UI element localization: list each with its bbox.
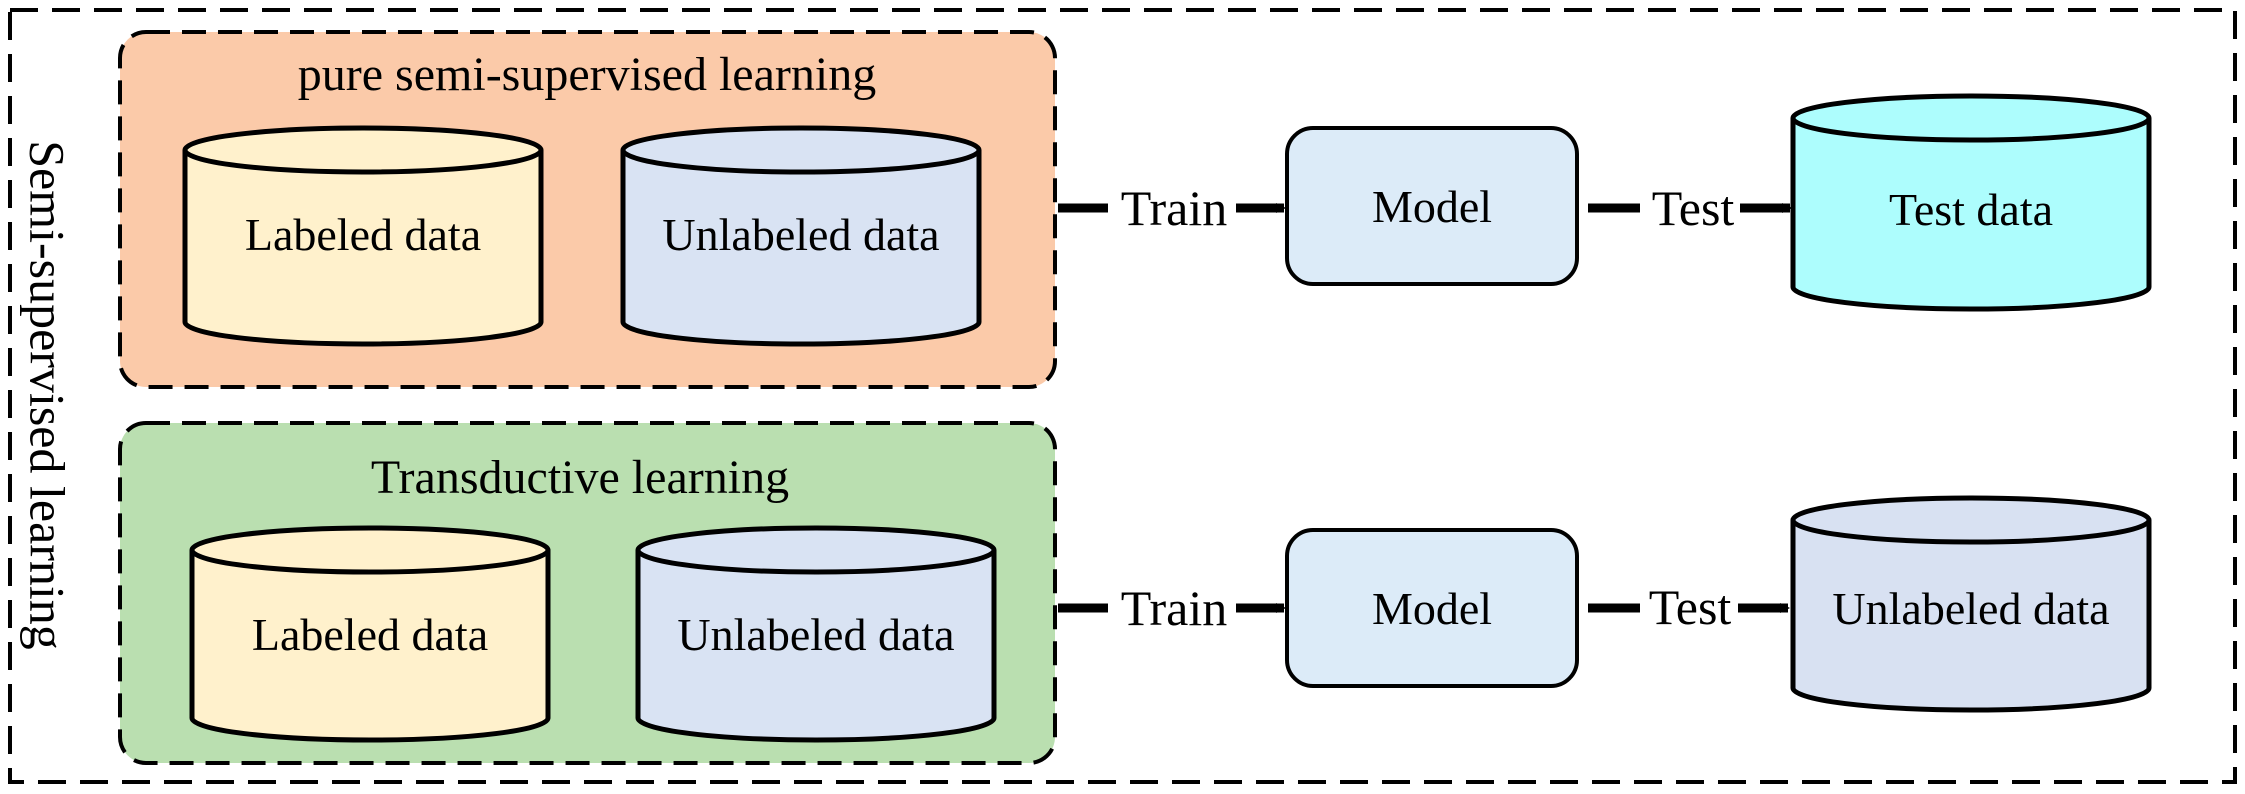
top-labeled-data-store: Labeled data	[182, 125, 544, 347]
bottom-model-label: Model	[1372, 583, 1492, 634]
bottom-model-box	[1285, 528, 1579, 688]
transductive-learning-group: Transductive learning Labeled data Unlab…	[118, 421, 1057, 765]
bottom-target-label: Unlabeled data	[1832, 583, 2109, 634]
cylinder-body	[635, 550, 997, 743]
bottom-test-label: Test	[1649, 579, 1732, 635]
top-unlabeled-data-store: Unlabeled data	[620, 125, 982, 347]
transductive-learning-title: Transductive learning	[371, 451, 789, 504]
top-flow: Train Model Test Test data	[1058, 93, 2152, 312]
top-train-label: Train	[1121, 180, 1228, 236]
outer-frame	[8, 8, 2237, 784]
cylinder-top	[1790, 495, 2152, 545]
bottom-labeled-data-label: Labeled data	[252, 609, 488, 660]
cylinder-top	[1790, 93, 2152, 143]
test-data-store: Test data	[1790, 93, 2152, 312]
top-labeled-data-label: Labeled data	[245, 209, 481, 260]
cylinder-body	[182, 150, 544, 347]
cylinder-top	[635, 525, 997, 575]
top-unlabeled-data-label: Unlabeled data	[662, 209, 939, 260]
cylinder-top	[189, 525, 551, 575]
side-label: Semi-supervised learning	[20, 140, 76, 650]
bottom-train-label: Train	[1121, 580, 1228, 636]
cylinder-body	[620, 150, 982, 347]
bottom-flow: Train Model Test Unlabeled data	[1058, 495, 2152, 713]
bottom-unlabeled-target-store: Unlabeled data	[1790, 495, 2152, 713]
test-data-label: Test data	[1889, 184, 2053, 235]
cylinder-top	[620, 125, 982, 175]
bottom-labeled-data-store: Labeled data	[189, 525, 551, 743]
cylinder-body	[1790, 118, 2152, 312]
top-model-box	[1285, 126, 1579, 286]
cylinder-body	[1790, 520, 2152, 713]
pure-semi-supervised-title: pure semi-supervised learning	[298, 48, 876, 101]
top-model-label: Model	[1372, 181, 1492, 232]
pure-semi-supervised-group: pure semi-supervised learning Labeled da…	[118, 30, 1057, 389]
bottom-unlabeled-data-label: Unlabeled data	[677, 609, 954, 660]
bottom-unlabeled-data-store: Unlabeled data	[635, 525, 997, 743]
cylinder-body	[189, 550, 551, 743]
cylinder-top	[182, 125, 544, 175]
top-test-label: Test	[1652, 180, 1735, 236]
